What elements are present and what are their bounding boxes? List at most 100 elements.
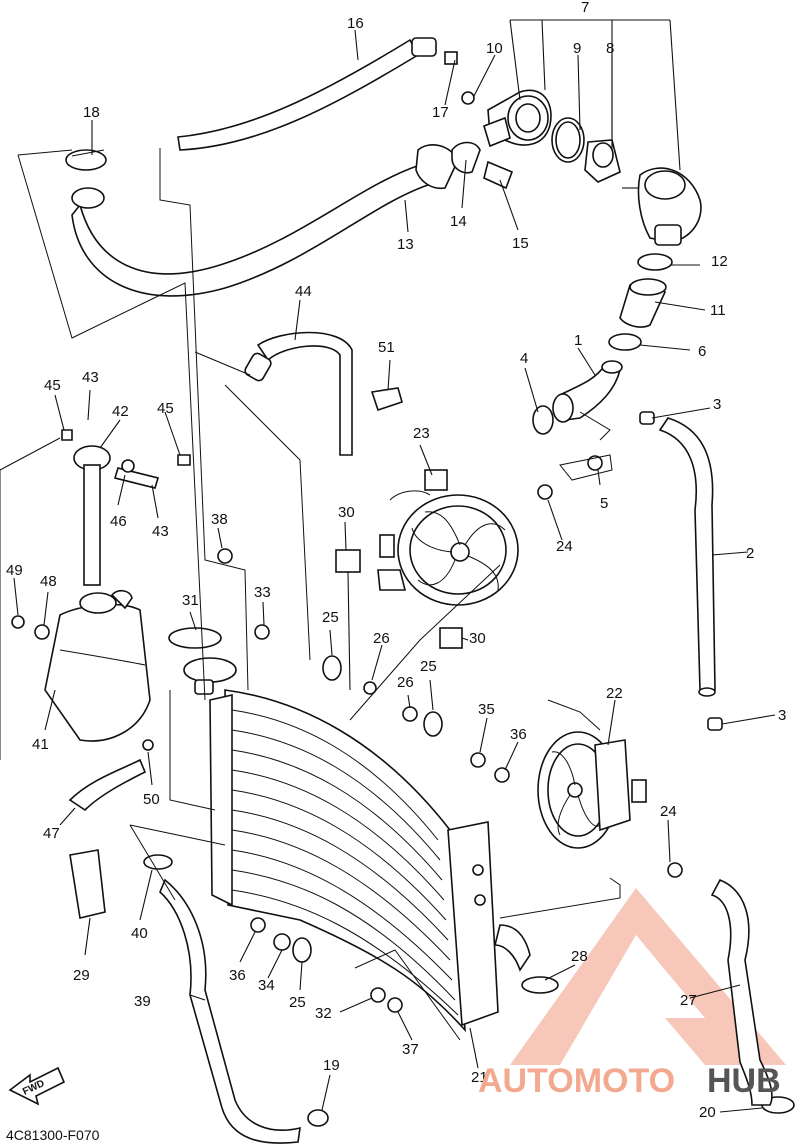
- pipe-1: [552, 360, 623, 441]
- washer-48: [34, 624, 50, 640]
- reservoir-tank-41: [44, 589, 151, 742]
- callout-49: 49: [6, 562, 23, 579]
- fan-22: [537, 699, 647, 849]
- callout-35: 35: [478, 701, 495, 718]
- watermark-word-automoto: AUTOMOTO: [478, 1062, 675, 1100]
- callout-9: 9: [573, 40, 581, 57]
- callout-45-right: 45: [157, 400, 174, 417]
- callout-47: 47: [43, 825, 60, 842]
- callout-5: 5: [600, 495, 608, 512]
- callout-39: 39: [134, 993, 151, 1010]
- callout-18: 18: [83, 104, 100, 121]
- callout-27: 27: [680, 992, 697, 1009]
- callout-41: 41: [32, 736, 49, 753]
- callout-4: 4: [520, 350, 528, 367]
- hose-27: [493, 878, 773, 1106]
- callout-16: 16: [347, 15, 364, 32]
- bolt-33: [254, 624, 270, 640]
- radiator-21: [209, 689, 499, 1033]
- callout-14: 14: [450, 213, 467, 230]
- callout-25-b: 25: [420, 658, 437, 675]
- clip-51: [370, 387, 403, 412]
- callout-23: 23: [413, 425, 430, 442]
- callout-11: 11: [710, 302, 726, 319]
- callout-19: 19: [323, 1057, 340, 1074]
- callout-3-top: 3: [713, 396, 721, 413]
- hose-39: [159, 878, 301, 1144]
- clip-38: [217, 548, 233, 564]
- callout-40: 40: [131, 925, 148, 942]
- clamp-12: [637, 253, 673, 271]
- hose-16: [177, 37, 437, 151]
- callout-45-left: 45: [44, 377, 61, 394]
- bolt-24-b: [667, 862, 683, 878]
- clamp-40: [143, 854, 173, 870]
- leader-lines: [0, 19, 776, 1113]
- callout-8: 8: [606, 40, 614, 57]
- callout-17: 17: [432, 104, 449, 121]
- clamp-18: [65, 149, 107, 171]
- callout-30-mid: 30: [469, 630, 486, 647]
- callout-6: 6: [698, 343, 706, 360]
- callout-15: 15: [512, 235, 529, 252]
- callout-25-a: 25: [322, 609, 339, 626]
- callout-36-bottom: 36: [229, 967, 246, 984]
- bolt-32: [370, 987, 386, 1003]
- tape-29: [69, 849, 106, 919]
- callout-29: 29: [73, 967, 90, 984]
- callout-43-bottom: 43: [152, 523, 169, 540]
- bolt-36-a: [494, 767, 510, 783]
- hose-13: [71, 144, 459, 297]
- callout-2: 2: [746, 545, 754, 562]
- grommet-25-a: [322, 655, 342, 681]
- callout-21: 21: [471, 1069, 488, 1086]
- bolt-5: [587, 455, 603, 471]
- bolt-24-a: [537, 484, 553, 500]
- tape-30-top: [335, 549, 361, 573]
- clamp-19: [307, 1109, 329, 1127]
- bolt-49: [11, 615, 25, 629]
- collar-26-b: [402, 706, 418, 722]
- hose-2: [658, 417, 716, 697]
- clamp-3-bottom: [707, 717, 723, 731]
- hose-44: [244, 331, 353, 456]
- callout-46: 46: [110, 513, 127, 530]
- tape-30-mid: [439, 627, 463, 649]
- callout-20: 20: [699, 1104, 716, 1121]
- callout-10: 10: [486, 40, 503, 57]
- callout-26-a: 26: [373, 630, 390, 647]
- callout-24-bottom: 24: [660, 803, 677, 820]
- clamp-6: [608, 333, 642, 351]
- callout-34: 34: [258, 977, 275, 994]
- bolt-26-a: [363, 681, 377, 695]
- watermark-word-hub: HUB: [707, 1062, 781, 1100]
- bolt-36-b: [250, 917, 266, 933]
- hose-47: [68, 758, 147, 812]
- nut-37: [387, 997, 403, 1013]
- diagram-code: 4C81300-F070: [6, 1127, 100, 1143]
- washer-34: [273, 933, 291, 951]
- callout-3-bottom: 3: [778, 707, 786, 724]
- clip-50: [142, 739, 154, 751]
- callout-31: 31: [182, 592, 199, 609]
- callout-13: 13: [397, 236, 414, 253]
- washer-35: [470, 752, 486, 768]
- grommet-25-b: [423, 711, 443, 737]
- callout-36-right: 36: [510, 726, 527, 743]
- callout-25-c: 25: [289, 994, 306, 1011]
- hose-11: [619, 278, 667, 328]
- callout-44: 44: [295, 283, 312, 300]
- callout-labels: 7 16 10 9 8 17 18 14 15 13 12 11 44 51 1…: [6, 0, 786, 1121]
- fwd-arrow-icon: [8, 1066, 66, 1106]
- callout-1: 1: [574, 332, 582, 349]
- callout-43-top: 43: [82, 369, 99, 386]
- clamp-3-top: [639, 411, 655, 425]
- grommet-25-c: [292, 937, 312, 963]
- callout-42: 42: [112, 403, 129, 420]
- callout-28: 28: [571, 948, 588, 965]
- callout-24-top: 24: [556, 538, 573, 555]
- callout-37: 37: [402, 1041, 419, 1058]
- callout-12: 12: [711, 253, 728, 270]
- clamp-28: [521, 976, 559, 994]
